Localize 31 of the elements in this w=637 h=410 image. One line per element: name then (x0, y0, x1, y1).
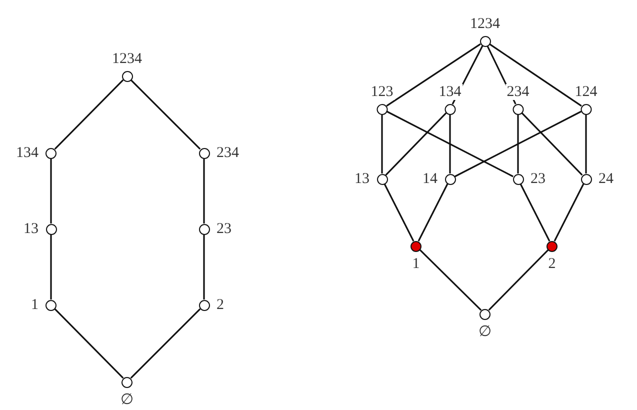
connector-line (554, 184, 584, 242)
connector-line (203, 158, 205, 224)
vertex-label: 123 (370, 84, 394, 100)
vertex-label: 234 (506, 84, 530, 100)
connector-line (449, 114, 451, 174)
connector-line (418, 184, 448, 242)
vertex-label: 1234 (469, 16, 501, 32)
connector-line (489, 43, 582, 107)
connector-line (130, 308, 201, 379)
connector-line (454, 110, 582, 178)
vertex-label: ∅ (478, 324, 492, 340)
connector-line (520, 184, 550, 242)
connector-line (381, 114, 383, 174)
vertex-label: ∅ (120, 392, 134, 408)
vertex-label: 1234 (111, 50, 143, 66)
connector-line (488, 249, 549, 311)
connector-line (385, 112, 447, 176)
connector-line (50, 158, 52, 224)
connector-line (521, 112, 583, 176)
connector-line (517, 114, 519, 174)
connector-line (419, 249, 482, 311)
connector-line (54, 79, 124, 150)
vertex-label: 134 (438, 84, 462, 100)
connector-line (386, 110, 514, 178)
connector-line (585, 114, 587, 174)
connector-line (54, 308, 124, 379)
connector-line (386, 43, 481, 107)
connector-line (384, 184, 414, 242)
connector-line (50, 234, 52, 300)
connector-line (203, 234, 205, 300)
connector-line (130, 79, 201, 150)
